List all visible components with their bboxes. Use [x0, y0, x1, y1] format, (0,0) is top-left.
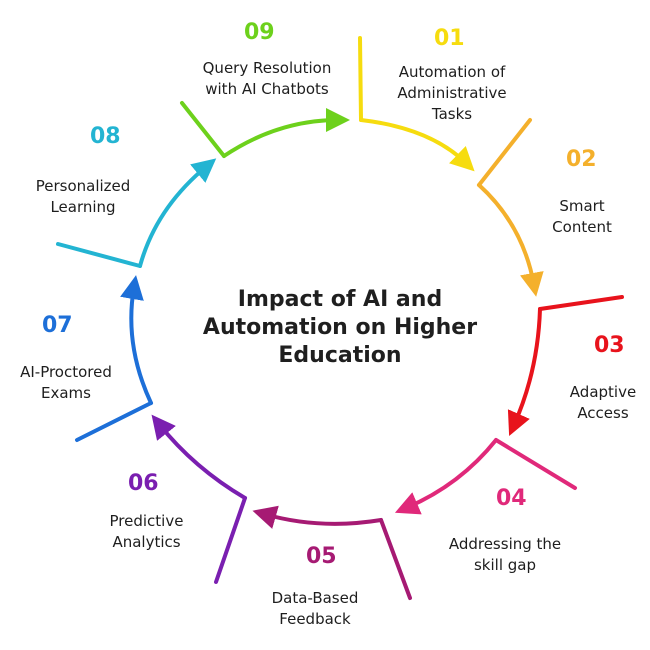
- step-01-arrow: [359, 118, 475, 172]
- step-05-label: Data-Based Feedback: [240, 588, 390, 630]
- step-05-label-line-2: Feedback: [279, 610, 351, 628]
- step-03-label: Adaptive Access: [548, 382, 650, 424]
- step-05-label-line-1: Data-Based: [271, 589, 359, 607]
- step-04-number: 04: [496, 486, 527, 511]
- step-03-tail-line: [538, 295, 624, 311]
- step-06-tail-line: [214, 496, 247, 584]
- step-06-arrow: [151, 414, 247, 500]
- step-04-tail-line: [494, 438, 577, 490]
- step-04-arrow: [394, 438, 498, 515]
- step-04-label-line-2: skill gap: [473, 556, 536, 574]
- title-line-1: Impact of AI and: [237, 287, 443, 312]
- step-02-number: 02: [566, 147, 597, 172]
- step-03-number: 03: [594, 333, 625, 358]
- step-02-arrow: [477, 183, 544, 297]
- step-01-label: Automation of Administrative Tasks: [372, 62, 532, 125]
- step-05-tail-line: [379, 518, 412, 600]
- step-08-label-line-1: Personalized: [35, 177, 131, 195]
- step-08-number: 08: [90, 124, 121, 149]
- step-07-arrow: [120, 275, 153, 405]
- step-03-label-line-1: Adaptive: [569, 383, 637, 401]
- step-02-label-line-1: Smart: [559, 197, 605, 215]
- step-07-label-line-1: AI-Proctored: [20, 363, 112, 381]
- step-02-label: Smart Content: [527, 196, 637, 238]
- step-01-label-line-3: Tasks: [431, 105, 473, 123]
- step-01-tail-line: [358, 36, 363, 122]
- step-03-label-line-2: Access: [577, 404, 629, 422]
- step-08-tail-line: [56, 242, 142, 268]
- step-06-label: Predictive Analytics: [84, 511, 209, 553]
- step-04-label: Addressing the skill gap: [420, 534, 590, 576]
- step-09-label-line-2: with AI Chatbots: [205, 80, 329, 98]
- step-09-arrow: [222, 108, 350, 158]
- diagram-title: Impact of AI and Automation on Higher Ed…: [190, 286, 490, 370]
- step-05-arrow: [252, 505, 383, 529]
- step-07-tail-line: [75, 401, 153, 442]
- step-01-label-line-2: Administrative: [397, 84, 507, 102]
- step-07-number: 07: [42, 313, 73, 338]
- title-line-3: Education: [278, 343, 402, 368]
- step-01-number: 01: [434, 26, 465, 51]
- step-04-label-line-1: Addressing the: [448, 535, 562, 553]
- step-05-number: 05: [306, 544, 337, 569]
- step-06-label-line-2: Analytics: [112, 533, 181, 551]
- title-line-2: Automation on Higher: [202, 315, 478, 340]
- step-03-arrow: [507, 307, 542, 436]
- step-07-label: AI-Proctored Exams: [2, 362, 130, 404]
- step-06-label-line-1: Predictive: [109, 512, 184, 530]
- step-09-label: Query Resolution with AI Chatbots: [182, 58, 352, 100]
- step-08-label-line-2: Learning: [50, 198, 116, 216]
- step-06-number: 06: [128, 471, 159, 496]
- step-07-label-line-2: Exams: [41, 384, 91, 402]
- step-01-label-line-1: Automation of: [398, 63, 506, 81]
- step-09-tail-line: [180, 101, 226, 158]
- step-08-arrow: [138, 158, 217, 268]
- step-09-number: 09: [244, 20, 275, 45]
- step-08-label: Personalized Learning: [18, 176, 148, 218]
- step-02-tail-line: [477, 118, 532, 187]
- step-09-label-line-1: Query Resolution: [202, 59, 332, 77]
- step-02-label-line-2: Content: [552, 218, 612, 236]
